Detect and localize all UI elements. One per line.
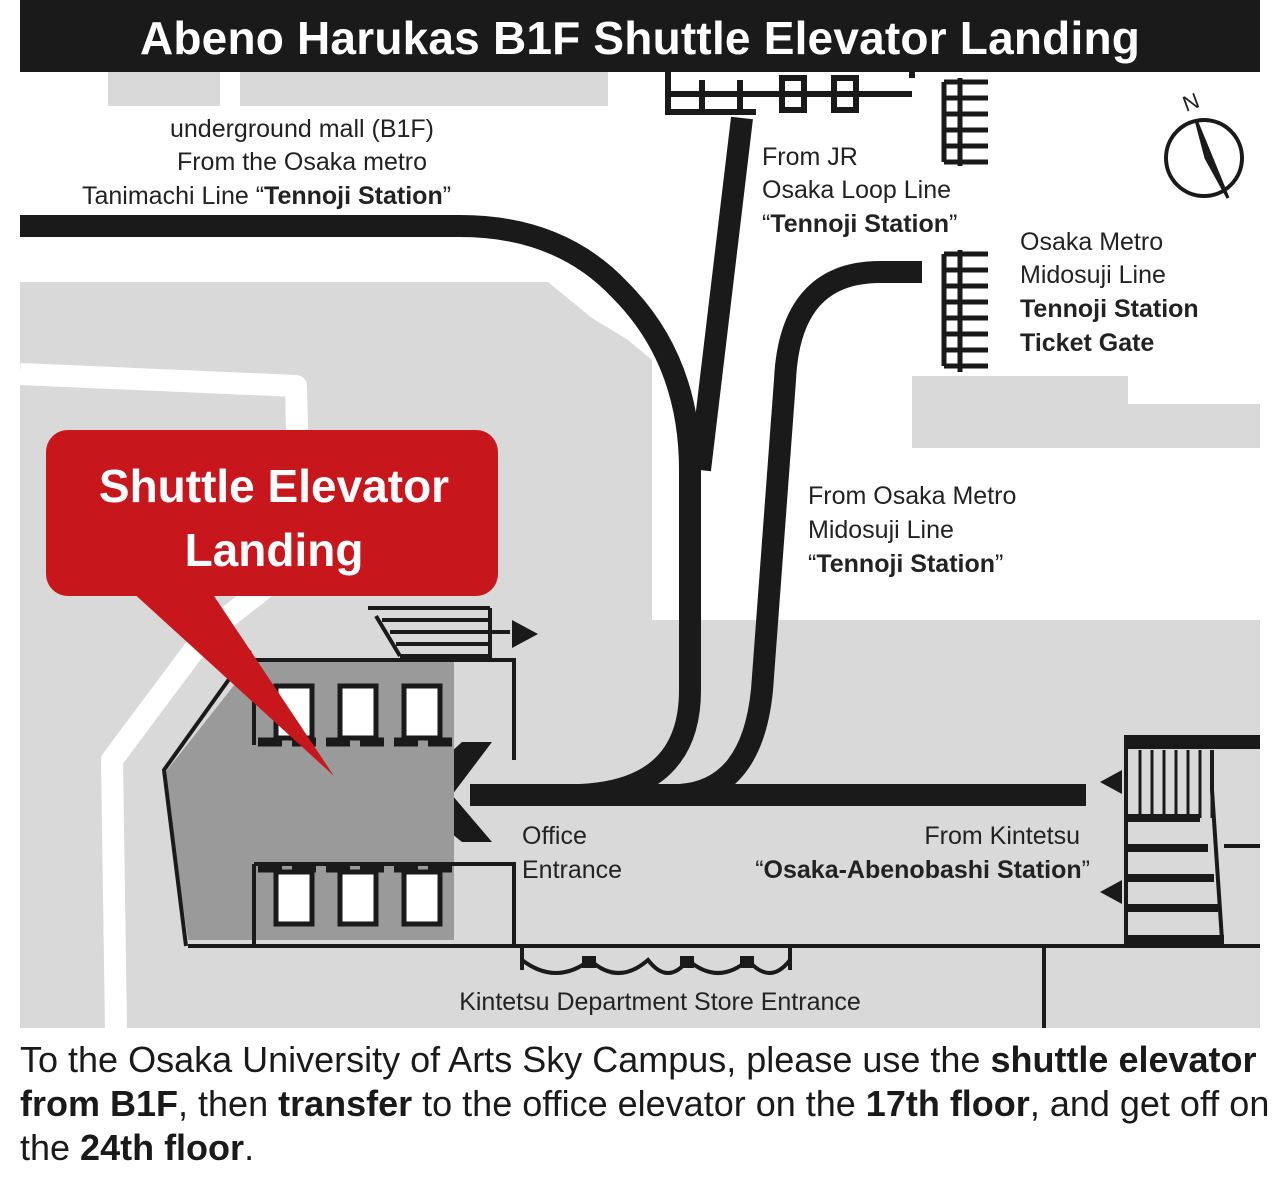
kintetsu-stairs — [1124, 735, 1260, 948]
svg-text:Osaka Loop Line: Osaka Loop Line — [762, 176, 951, 204]
caption-text: To the Osaka University of Arts Sky Camp… — [20, 1039, 1270, 1168]
ticket-gate-ladder-bottom — [941, 250, 988, 372]
escalator-top — [368, 606, 510, 660]
label-kintetsu-from: From Kintetsu “Osaka-Abenobashi Station” — [755, 822, 1090, 884]
compass-label: N — [1179, 88, 1202, 117]
svg-text:From JR: From JR — [762, 143, 858, 171]
svg-text:Ticket Gate: Ticket Gate — [1020, 329, 1154, 357]
left-corridor — [19, 363, 311, 1031]
label-underground-mall: underground mall (B1F) From the Osaka me… — [82, 115, 451, 210]
svg-text:Tennoji Station: Tennoji Station — [1020, 295, 1199, 323]
routes — [20, 116, 1086, 806]
svg-text:Midosuji Line: Midosuji Line — [808, 516, 954, 544]
svg-text:Midosuji Line: Midosuji Line — [1020, 261, 1166, 289]
label-midosuji-from: From Osaka Metro Midosuji Line “Tennoji … — [808, 482, 1016, 578]
svg-text:Office: Office — [522, 822, 587, 850]
callout-bubble: Shuttle Elevator Landing — [46, 430, 498, 776]
route-midosuji — [678, 261, 922, 806]
label-jr-loop: From JR Osaka Loop Line “Tennoji Station… — [762, 143, 957, 238]
svg-text:Entrance: Entrance — [522, 856, 622, 884]
label-dept-store: Kintetsu Department Store Entrance — [459, 988, 861, 1016]
area-right-block — [912, 376, 1260, 448]
route-jr — [689, 116, 753, 472]
elevator-doors-bottom — [273, 869, 443, 927]
svg-text:From the Osaka metro: From the Osaka metro — [177, 148, 427, 176]
svg-text:From Kintetsu: From Kintetsu — [924, 822, 1080, 850]
north-arrow-icon: N — [1164, 88, 1244, 199]
escalator-arrow-right-icon — [512, 620, 538, 648]
svg-text:underground mall (B1F): underground mall (B1F) — [170, 115, 434, 143]
building-block-top-left — [108, 72, 220, 106]
dept-store-posts — [582, 956, 754, 968]
kintetsu-arrow-left-icon-1 — [1100, 770, 1122, 794]
label-office-entrance: Office Entrance — [522, 822, 622, 884]
map-canvas: N Shuttle Elevator Landing underground m… — [19, 72, 1260, 1031]
svg-text:Tanimachi Line “Tennoji Stati: Tanimachi Line “Tennoji Station” — [82, 182, 451, 210]
svg-text:Osaka Metro: Osaka Metro — [1020, 228, 1163, 256]
kintetsu-arrow-left-icon-2 — [1100, 880, 1122, 904]
svg-text:“Osaka-Abenobashi Station”: “Osaka-Abenobashi Station” — [755, 856, 1090, 884]
svg-text:“Tennoji Station”: “Tennoji Station” — [808, 550, 1003, 578]
ticket-gate-ladder-top — [941, 78, 988, 166]
callout-line1: Shuttle Elevator — [99, 460, 449, 512]
top-structures — [665, 72, 915, 115]
building-block-top-mid — [240, 72, 608, 106]
page-title: Abeno Harukas B1F Shuttle Elevator Landi… — [20, 0, 1260, 72]
route-tanimachi — [20, 215, 701, 806]
label-midosuji-gate: Osaka Metro Midosuji Line Tennoji Statio… — [1020, 228, 1199, 357]
svg-text:“Tennoji Station”: “Tennoji Station” — [762, 210, 957, 238]
svg-text:From Osaka Metro: From Osaka Metro — [808, 482, 1016, 510]
callout-line2: Landing — [185, 524, 364, 576]
